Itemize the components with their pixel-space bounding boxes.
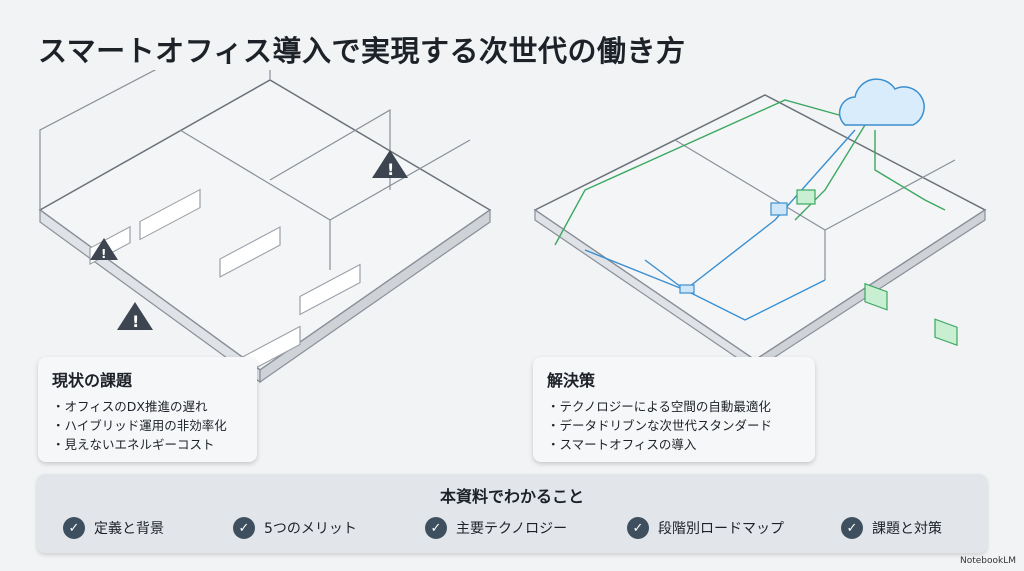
solution-item: スマートオフィスの導入 [547,435,801,454]
takeaway-label: 定義と背景 [94,521,164,537]
solution-heading: 解決策 [547,371,596,390]
brand-label: NotebookLM [959,556,1016,566]
takeaway-label: 課題と対策 [872,521,942,537]
svg-text:!: ! [101,247,106,261]
current-issues-card: 現状の課題 オフィスのDX推進の遅れ ハイブリッド運用の非効率化 見えないエネル… [38,357,257,462]
check-icon: ✓ [627,517,649,539]
takeaway-item: ✓ 主要テクノロジー [425,517,567,539]
warning-icon: ! ! ! [90,150,408,331]
cloud-icon [838,78,925,126]
check-icon: ✓ [63,517,85,539]
current-issues-heading: 現状の課題 [52,371,133,390]
svg-text:!: ! [132,312,139,331]
takeaways-panel: 本資料でわかること ✓ 定義と背景 ✓ 5つのメリット ✓ 主要テクノロジー ✓ 段階別… [37,474,987,553]
takeaway-item: ✓ 課題と対策 [841,517,942,539]
check-icon: ✓ [233,517,255,539]
issue-item: ハイブリッド運用の非効率化 [52,416,243,435]
takeaway-label: 主要テクノロジー [456,521,568,537]
issue-item: 見えないエネルギーコスト [52,435,243,454]
takeaways-heading: 本資料でわかること [439,487,584,506]
page-title: スマートオフィス導入で実現する次世代の働き方 [38,34,686,68]
current-office-illustration: ! ! ! [38,70,492,384]
check-icon: ✓ [841,517,863,539]
svg-text:!: ! [387,160,394,179]
takeaway-item: ✓ 5つのメリット [233,517,357,539]
solution-item: データドリブンな次世代スタンダード [547,416,801,435]
check-icon: ✓ [425,517,447,539]
solution-item: テクノロジーによる空間の自動最適化 [547,397,801,416]
takeaway-item: ✓ 段階別ロードマップ [627,517,784,539]
smart-office-illustration [533,78,987,372]
takeaway-label: 5つのメリット [264,521,357,537]
issue-item: オフィスのDX推進の遅れ [52,397,243,416]
takeaway-item: ✓ 定義と背景 [63,517,164,539]
solution-card: 解決策 テクノロジーによる空間の自動最適化 データドリブンな次世代スタンダード … [533,357,815,462]
takeaway-label: 段階別ロードマップ [658,521,784,537]
